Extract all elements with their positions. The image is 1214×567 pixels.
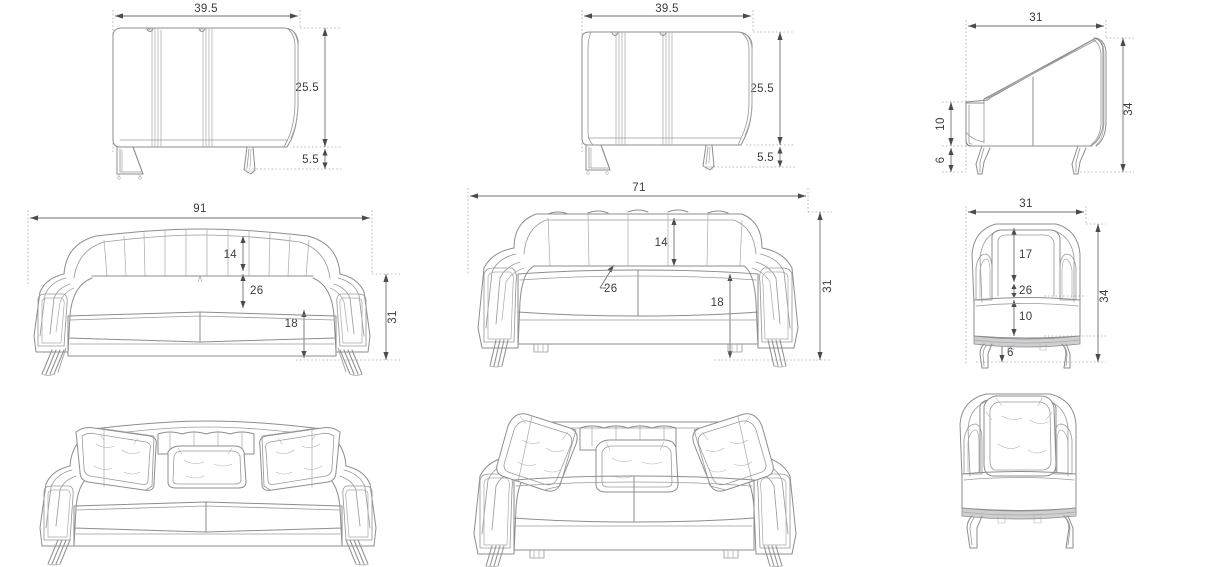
dim-label-back-cushion: 14 — [655, 237, 669, 249]
drawing-sofa2-back-view: 39.5 25.5 5.5 — [560, 2, 810, 182]
dim-label-leg-height: 5.5 — [757, 152, 774, 164]
dim-label-leg-height: 6 — [935, 157, 947, 164]
drawing-armchair-side-view: 31 34 10 6 — [920, 2, 1185, 187]
dim-label-width: 39.5 — [194, 3, 218, 15]
dim-label-overall-height: 31 — [822, 279, 834, 292]
dim-label-back-height: 17 — [1019, 249, 1032, 261]
dim-label-width: 91 — [193, 203, 206, 215]
drawing-armchair-front-cushion — [940, 382, 1170, 567]
dim-label-seat-height: 10 — [935, 117, 947, 130]
dim-label-back-cushion: 14 — [224, 249, 238, 261]
dim-label-overall-height: 31 — [387, 310, 399, 323]
dim-label-cushion-height: 26 — [1019, 285, 1032, 297]
dim-label-leg-height: 5.5 — [302, 154, 319, 166]
dim-label-depth: 31 — [1029, 12, 1042, 24]
dim-label-back-height: 25.5 — [750, 83, 774, 95]
dim-label-leg-height: 6 — [1007, 347, 1014, 359]
dim-label-seat-height: 18 — [285, 318, 298, 330]
dim-label-width: 31 — [1019, 198, 1032, 210]
dim-label-width: 71 — [632, 182, 645, 194]
drawing-armchair-front-view: 31 34 17 26 10 6 — [930, 192, 1182, 374]
drawing-sofa3-front-cushions — [18, 388, 403, 566]
drawing-sofa3-back-view: 39.5 25.5 5.5 — [95, 2, 355, 182]
drawing-sofa2-front-cushions — [452, 382, 827, 567]
dim-label-overall-height: 34 — [1123, 102, 1135, 116]
dim-label-width: 39.5 — [655, 3, 679, 15]
drawing-sofa2-front-view: 71 31 14 26 18 — [452, 178, 842, 370]
dim-label-back-from-seat: 26 — [250, 285, 263, 297]
dim-label-overall-height: 34 — [1099, 289, 1111, 303]
dim-label-back-height: 25.5 — [295, 82, 319, 94]
dim-label-back-from-seat: 26 — [604, 283, 617, 295]
drawing-sofa3-front-view: 91 31 14 26 18 — [8, 196, 408, 376]
dim-label-seat-height: 10 — [1019, 311, 1032, 323]
dim-label-seat-height: 18 — [711, 297, 724, 309]
